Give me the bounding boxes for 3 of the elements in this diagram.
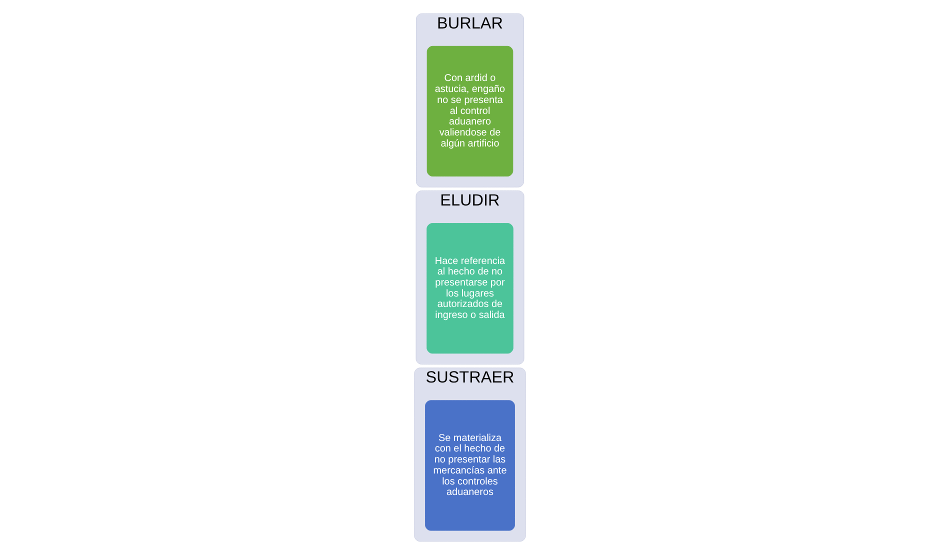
node-box: Se materializa con el hecho de no presentar las mercancías ante los controles aduaneros bbox=[424, 400, 514, 531]
node-box: Con ardid o astucia, engaño no se presenta al control aduanero valiendose de algún artificio bbox=[426, 46, 513, 176]
node-box: Hace referencia al hecho de no presentarse por los lugares autorizados de ingreso o salida bbox=[426, 223, 513, 354]
